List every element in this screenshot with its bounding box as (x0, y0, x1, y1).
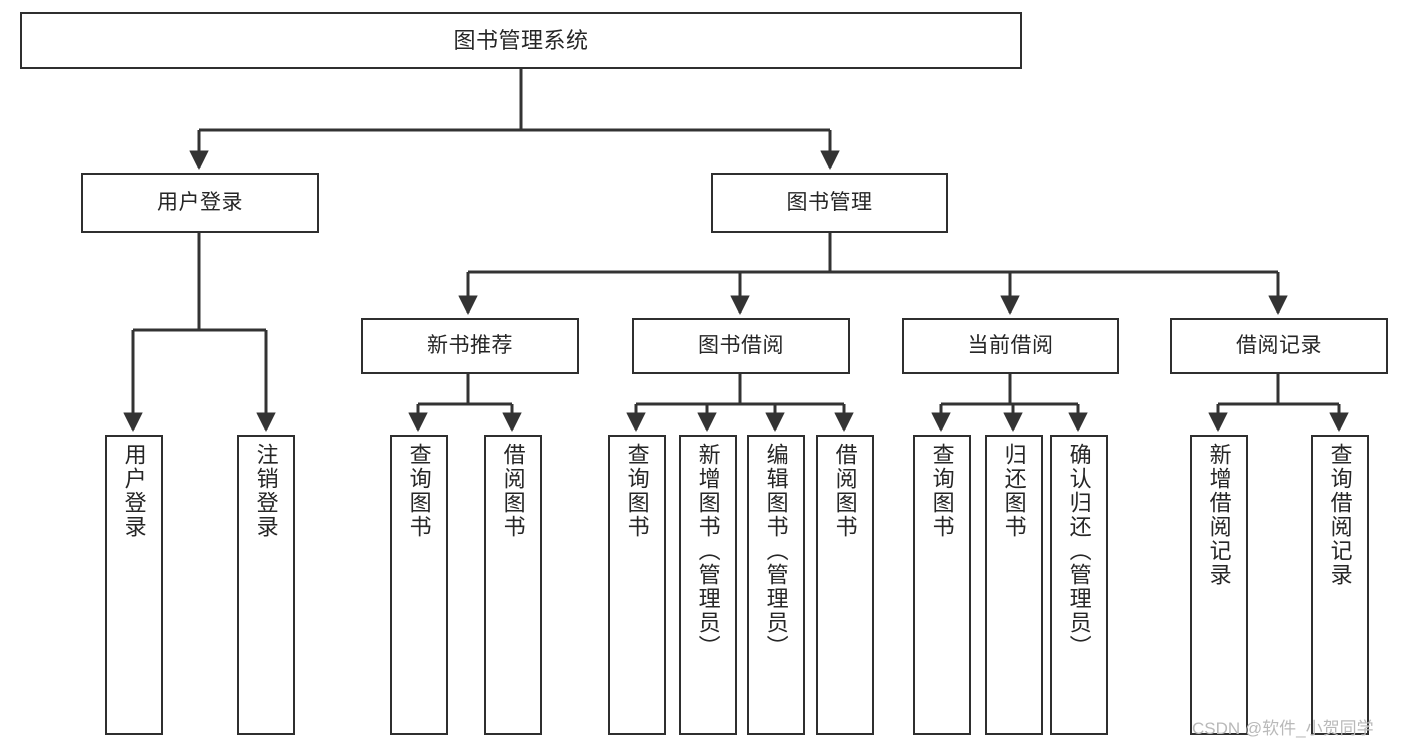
node-book-manage[interactable]: 图书管理 (711, 173, 948, 233)
node-leaf-query-book-3-label: 查询图书 (929, 443, 955, 539)
node-leaf-borrow-book-2[interactable]: 借阅图书 (816, 435, 874, 735)
node-book-borrow[interactable]: 图书借阅 (632, 318, 850, 374)
node-leaf-query-book-2[interactable]: 查询图书 (608, 435, 666, 735)
node-leaf-add-borrow-record-label: 新增借阅记录 (1206, 443, 1232, 587)
node-current-borrow[interactable]: 当前借阅 (902, 318, 1119, 374)
node-leaf-return-book-label: 归还图书 (1001, 443, 1027, 539)
node-root-system[interactable]: 图书管理系统 (20, 12, 1022, 69)
node-leaf-edit-book-admin-label: 编辑图书（管理员） (763, 443, 789, 659)
node-current-borrow-label: 当前借阅 (967, 333, 1054, 357)
node-leaf-add-book-admin-label: 新增图书（管理员） (695, 443, 721, 659)
node-leaf-borrow-book-1[interactable]: 借阅图书 (484, 435, 542, 735)
node-leaf-query-book-3[interactable]: 查询图书 (913, 435, 971, 735)
node-leaf-user-login-label: 用户登录 (121, 443, 147, 539)
node-leaf-edit-book-admin[interactable]: 编辑图书（管理员） (747, 435, 805, 735)
node-leaf-borrow-book-1-label: 借阅图书 (500, 443, 526, 539)
node-leaf-confirm-return-admin-label: 确认归还（管理员） (1066, 443, 1092, 659)
node-new-book-recommend[interactable]: 新书推荐 (361, 318, 579, 374)
node-leaf-user-logout-label: 注销登录 (253, 443, 279, 539)
node-borrow-record-label: 借阅记录 (1236, 333, 1322, 357)
node-leaf-return-book[interactable]: 归还图书 (985, 435, 1043, 735)
node-leaf-query-book-2-label: 查询图书 (624, 443, 650, 539)
node-leaf-query-book-1[interactable]: 查询图书 (390, 435, 448, 735)
node-leaf-confirm-return-admin[interactable]: 确认归还（管理员） (1050, 435, 1108, 735)
node-new-book-recommend-label: 新书推荐 (427, 333, 513, 357)
node-leaf-query-borrow-record[interactable]: 查询借阅记录 (1311, 435, 1369, 735)
node-book-borrow-label: 图书借阅 (698, 333, 784, 357)
node-user-login[interactable]: 用户登录 (81, 173, 319, 233)
node-leaf-borrow-book-2-label: 借阅图书 (832, 443, 858, 539)
node-leaf-user-login[interactable]: 用户登录 (105, 435, 163, 735)
node-leaf-query-borrow-record-label: 查询借阅记录 (1327, 443, 1353, 587)
watermark-text: CSDN @软件_小贺同学 (1192, 719, 1374, 738)
node-leaf-query-book-1-label: 查询图书 (406, 443, 432, 539)
node-leaf-add-borrow-record[interactable]: 新增借阅记录 (1190, 435, 1248, 735)
node-borrow-record[interactable]: 借阅记录 (1170, 318, 1388, 374)
node-book-manage-label: 图书管理 (786, 190, 873, 214)
node-leaf-add-book-admin[interactable]: 新增图书（管理员） (679, 435, 737, 735)
node-leaf-user-logout[interactable]: 注销登录 (237, 435, 295, 735)
node-user-login-label: 用户登录 (157, 190, 243, 214)
node-root-label: 图书管理系统 (453, 27, 589, 53)
